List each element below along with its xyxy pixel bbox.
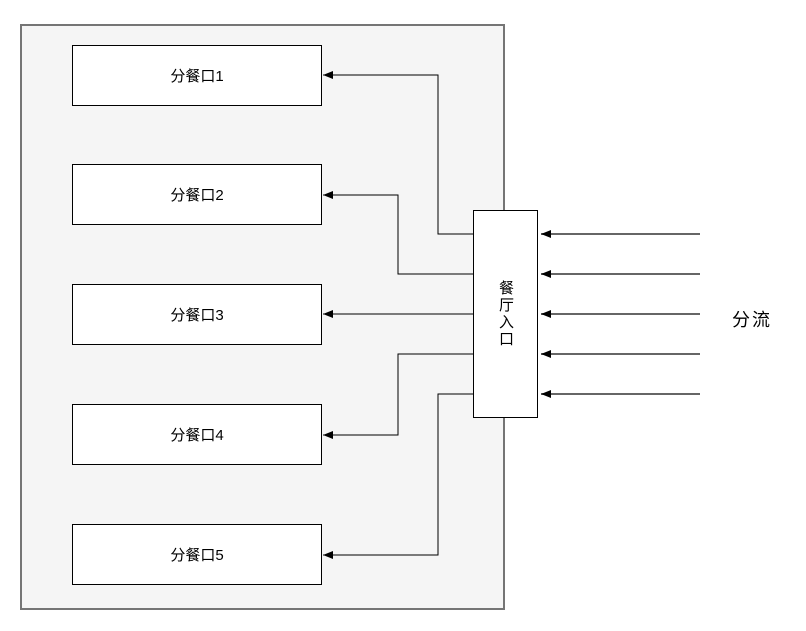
- outlet-label-1: 分餐口1: [170, 68, 224, 85]
- outlet-box-3[interactable]: 分餐口3: [72, 284, 322, 345]
- entrance-box[interactable]: 餐厅入口: [473, 210, 538, 418]
- connector-entrance-to-outlet-2: [323, 191, 473, 275]
- connector-entrance-to-outlet-4: [323, 353, 473, 439]
- outlet-box-2[interactable]: 分餐口2: [72, 164, 322, 225]
- outlet-label-5: 分餐口5: [170, 547, 224, 564]
- connector-entrance-to-outlet-5: [323, 393, 473, 559]
- outlet-box-1[interactable]: 分餐口1: [72, 45, 322, 106]
- outlet-label-4: 分餐口4: [170, 427, 224, 444]
- outlet-label-2: 分餐口2: [170, 187, 224, 204]
- entrance-label: 餐厅入口: [497, 280, 514, 348]
- connector-entrance-to-outlet-1: [323, 71, 473, 235]
- outlet-label-3: 分餐口3: [170, 307, 224, 324]
- flow-label: 分流: [732, 310, 772, 330]
- outlet-box-4[interactable]: 分餐口4: [72, 404, 322, 465]
- outlet-box-5[interactable]: 分餐口5: [72, 524, 322, 585]
